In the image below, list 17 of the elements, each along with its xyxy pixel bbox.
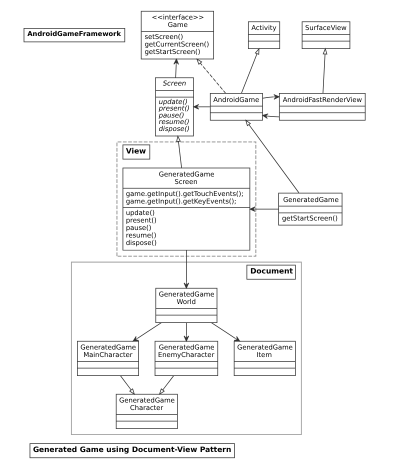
arrow [322,48,327,94]
caption: Generated Game using Document-View Pattern [32,445,231,454]
arrow [240,48,259,94]
arrow [183,322,189,342]
arrow [120,375,135,396]
arrow [183,250,189,289]
arrow [196,58,226,94]
arrow [173,58,178,78]
arrow [262,113,280,119]
arrow [176,135,182,168]
arrow [192,104,210,110]
arrow [132,322,162,342]
arrow [249,206,278,212]
arrow [210,322,240,342]
arrow [244,119,299,194]
arrow [158,375,174,396]
arrow [262,94,280,100]
